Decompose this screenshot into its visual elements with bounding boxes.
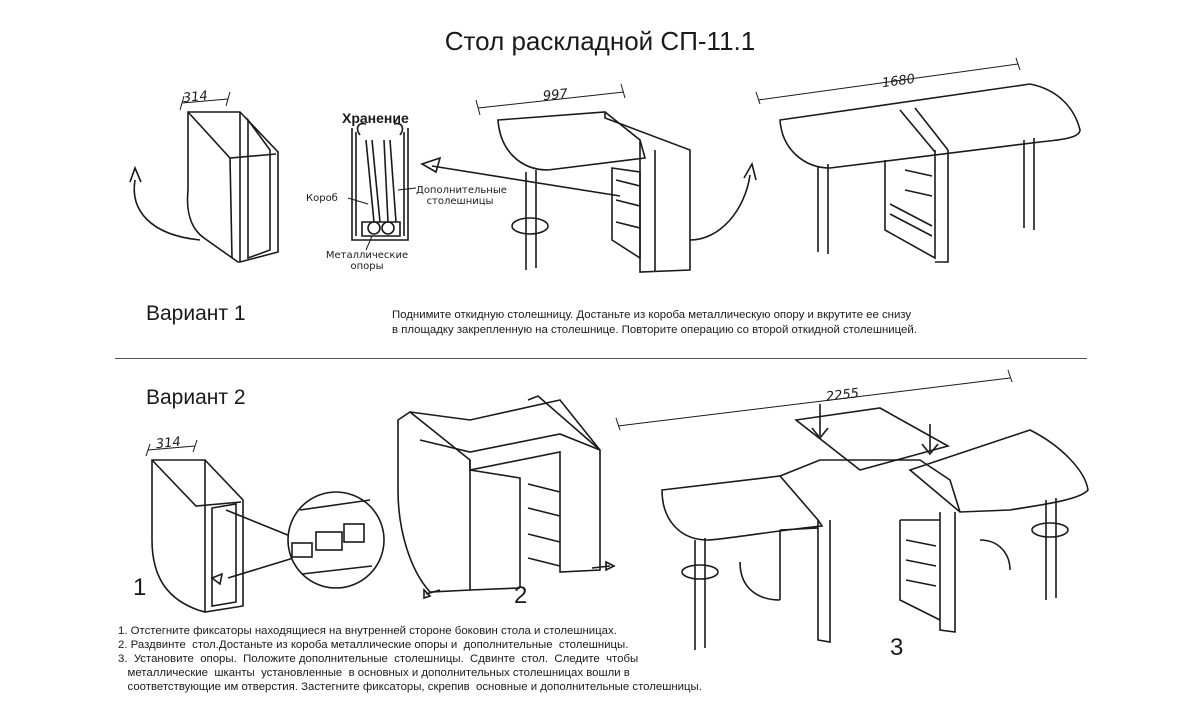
section-divider bbox=[115, 358, 1087, 359]
variant1-label: Вариант 1 bbox=[146, 302, 246, 325]
v1-storage-section bbox=[347, 122, 417, 251]
variant2-instruction-line-2: 2. Раздвинте стол.Достаньте из короба ме… bbox=[118, 639, 629, 651]
v2-step2-table bbox=[397, 395, 616, 600]
v2-dim-folded: 314 bbox=[155, 434, 182, 453]
v2-folded-table bbox=[145, 439, 385, 613]
step-number-2: 2 bbox=[514, 582, 528, 609]
v1-half-open-table bbox=[420, 83, 757, 273]
label-extra-tops: Дополнительные столешницы bbox=[416, 185, 507, 207]
v1-dim-half: 997 bbox=[542, 86, 569, 105]
step-number-1: 1 bbox=[133, 574, 147, 601]
v2-step3-table bbox=[615, 369, 1089, 650]
variant2-instruction-line-5: соответствующие им отверстия. Застегните… bbox=[118, 681, 702, 693]
v1-dim-folded: 314 bbox=[182, 88, 209, 107]
label-box: Короб bbox=[306, 193, 338, 204]
v1-full-open-table bbox=[755, 57, 1081, 263]
page-title: Стол раскладной СП-11.1 bbox=[444, 26, 756, 56]
storage-title: Хранение bbox=[342, 110, 409, 126]
variant2-instruction-line-4: металлические шканты установленные в осн… bbox=[118, 667, 630, 679]
variant1-instruction-line-1: Поднимите откидную столешницу. Достаньте… bbox=[392, 309, 912, 321]
variant2-instruction-line-1: 1. Отстегните фиксаторы находящиеся на в… bbox=[118, 625, 617, 637]
variant2-label: Вариант 2 bbox=[146, 386, 246, 409]
variant1-instruction-line-2: в площадку закрепленную на столешнице. П… bbox=[392, 324, 917, 336]
variant2-instruction-line-3: 3. Установите опоры. Положите дополнител… bbox=[118, 653, 639, 665]
label-metal-supports: Металлические опоры bbox=[325, 250, 409, 272]
step-number-3: 3 bbox=[890, 634, 904, 661]
v1-folded-table bbox=[129, 91, 279, 263]
